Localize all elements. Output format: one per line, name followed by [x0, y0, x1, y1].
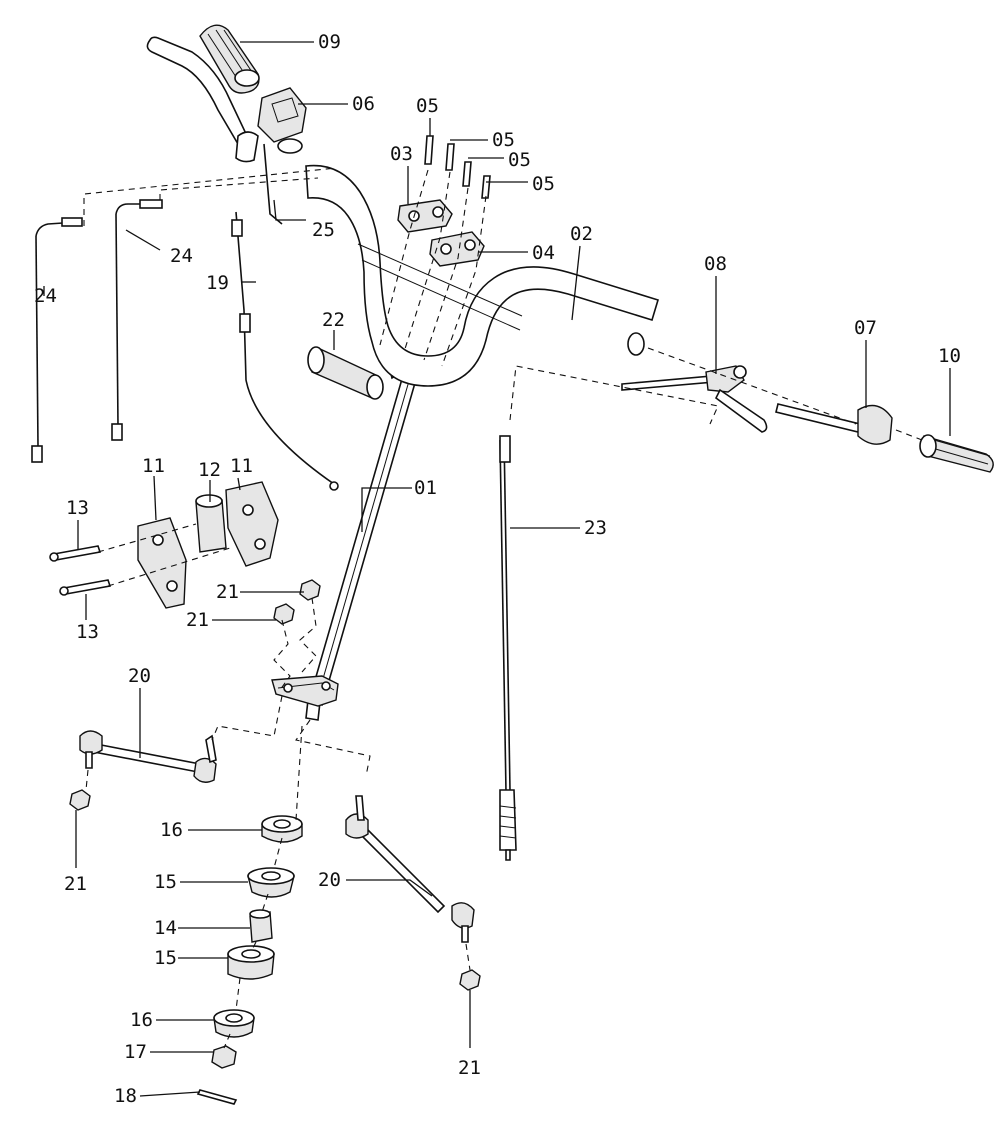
label-18: 18 — [114, 1085, 137, 1107]
handlebar-pad — [307, 346, 384, 400]
seal-16-upper — [261, 815, 303, 843]
label-15-lower: 15 — [154, 947, 177, 969]
label-17: 17 — [124, 1041, 147, 1063]
right-lever-assembly — [621, 365, 768, 433]
label-15-upper: 15 — [154, 871, 177, 893]
holder-11-left — [137, 517, 187, 609]
label-14: 14 — [154, 917, 177, 939]
wire-25 — [263, 143, 283, 225]
label-25: 25 — [312, 219, 335, 241]
label-09: 09 — [318, 31, 341, 53]
left-lever-assembly — [146, 36, 307, 163]
label-04: 04 — [532, 242, 555, 264]
label-24-right: 24 — [170, 245, 193, 267]
handlebar-bolts — [424, 135, 491, 199]
label-22: 22 — [322, 309, 345, 331]
tie-rod-left — [79, 730, 217, 783]
label-21-b: 21 — [186, 609, 209, 631]
tie-rod-right — [345, 795, 475, 943]
pin-18 — [196, 1089, 238, 1105]
label-05-a: 05 — [416, 95, 439, 117]
spacer-14 — [249, 909, 273, 943]
nut-21-b — [273, 603, 295, 625]
bushing-15-lower — [227, 945, 275, 980]
label-20-right: 20 — [318, 869, 341, 891]
bushing-15-upper — [247, 867, 295, 898]
assembly-lines — [83, 167, 923, 1049]
label-12: 12 — [198, 459, 221, 481]
label-21-d: 21 — [458, 1057, 481, 1079]
label-16-lower: 16 — [130, 1009, 153, 1031]
label-08: 08 — [704, 253, 727, 275]
label-13-upper: 13 — [66, 497, 89, 519]
label-23: 23 — [584, 517, 607, 539]
column-lower-bracket — [271, 675, 339, 707]
label-03: 03 — [390, 143, 413, 165]
lower-clamp — [429, 231, 485, 267]
cable-23 — [499, 435, 517, 861]
handlebar — [305, 164, 659, 387]
steering-column — [305, 357, 425, 721]
label-11-right: 11 — [230, 455, 253, 477]
holder-11-right — [225, 481, 279, 567]
nut-17 — [211, 1045, 237, 1069]
label-24-left: 24 — [34, 285, 57, 307]
leader-lines — [43, 41, 951, 1097]
label-02: 02 — [570, 223, 593, 245]
part-labels: 09 06 05 05 05 05 03 04 02 08 07 10 25 2… — [34, 31, 961, 1107]
nut-21-c — [69, 789, 91, 811]
label-07: 07 — [854, 317, 877, 339]
bolt-13-upper — [49, 545, 102, 562]
label-13-lower: 13 — [76, 621, 99, 643]
label-05-d: 05 — [532, 173, 555, 195]
label-01: 01 — [414, 477, 437, 499]
label-11-left: 11 — [142, 455, 165, 477]
seal-16-lower — [213, 1009, 255, 1038]
label-20-left: 20 — [128, 665, 151, 687]
holder-12-collar — [195, 494, 227, 553]
cable-24-left — [31, 217, 83, 463]
label-16-upper: 16 — [160, 819, 183, 841]
cable-19 — [231, 211, 339, 491]
label-05-b: 05 — [492, 129, 515, 151]
cable-24-right — [111, 199, 163, 441]
bolt-13-lower — [59, 579, 112, 596]
left-grip — [199, 24, 260, 94]
label-05-c: 05 — [508, 149, 531, 171]
label-10: 10 — [938, 345, 961, 367]
nut-21-d — [459, 969, 481, 991]
throttle-housing — [775, 403, 893, 445]
right-grip — [919, 434, 994, 473]
label-06: 06 — [352, 93, 375, 115]
label-21-a: 21 — [216, 581, 239, 603]
label-21-c: 21 — [64, 873, 87, 895]
nut-21-a — [299, 579, 321, 601]
upper-clamp — [397, 199, 453, 233]
label-19: 19 — [206, 272, 229, 294]
